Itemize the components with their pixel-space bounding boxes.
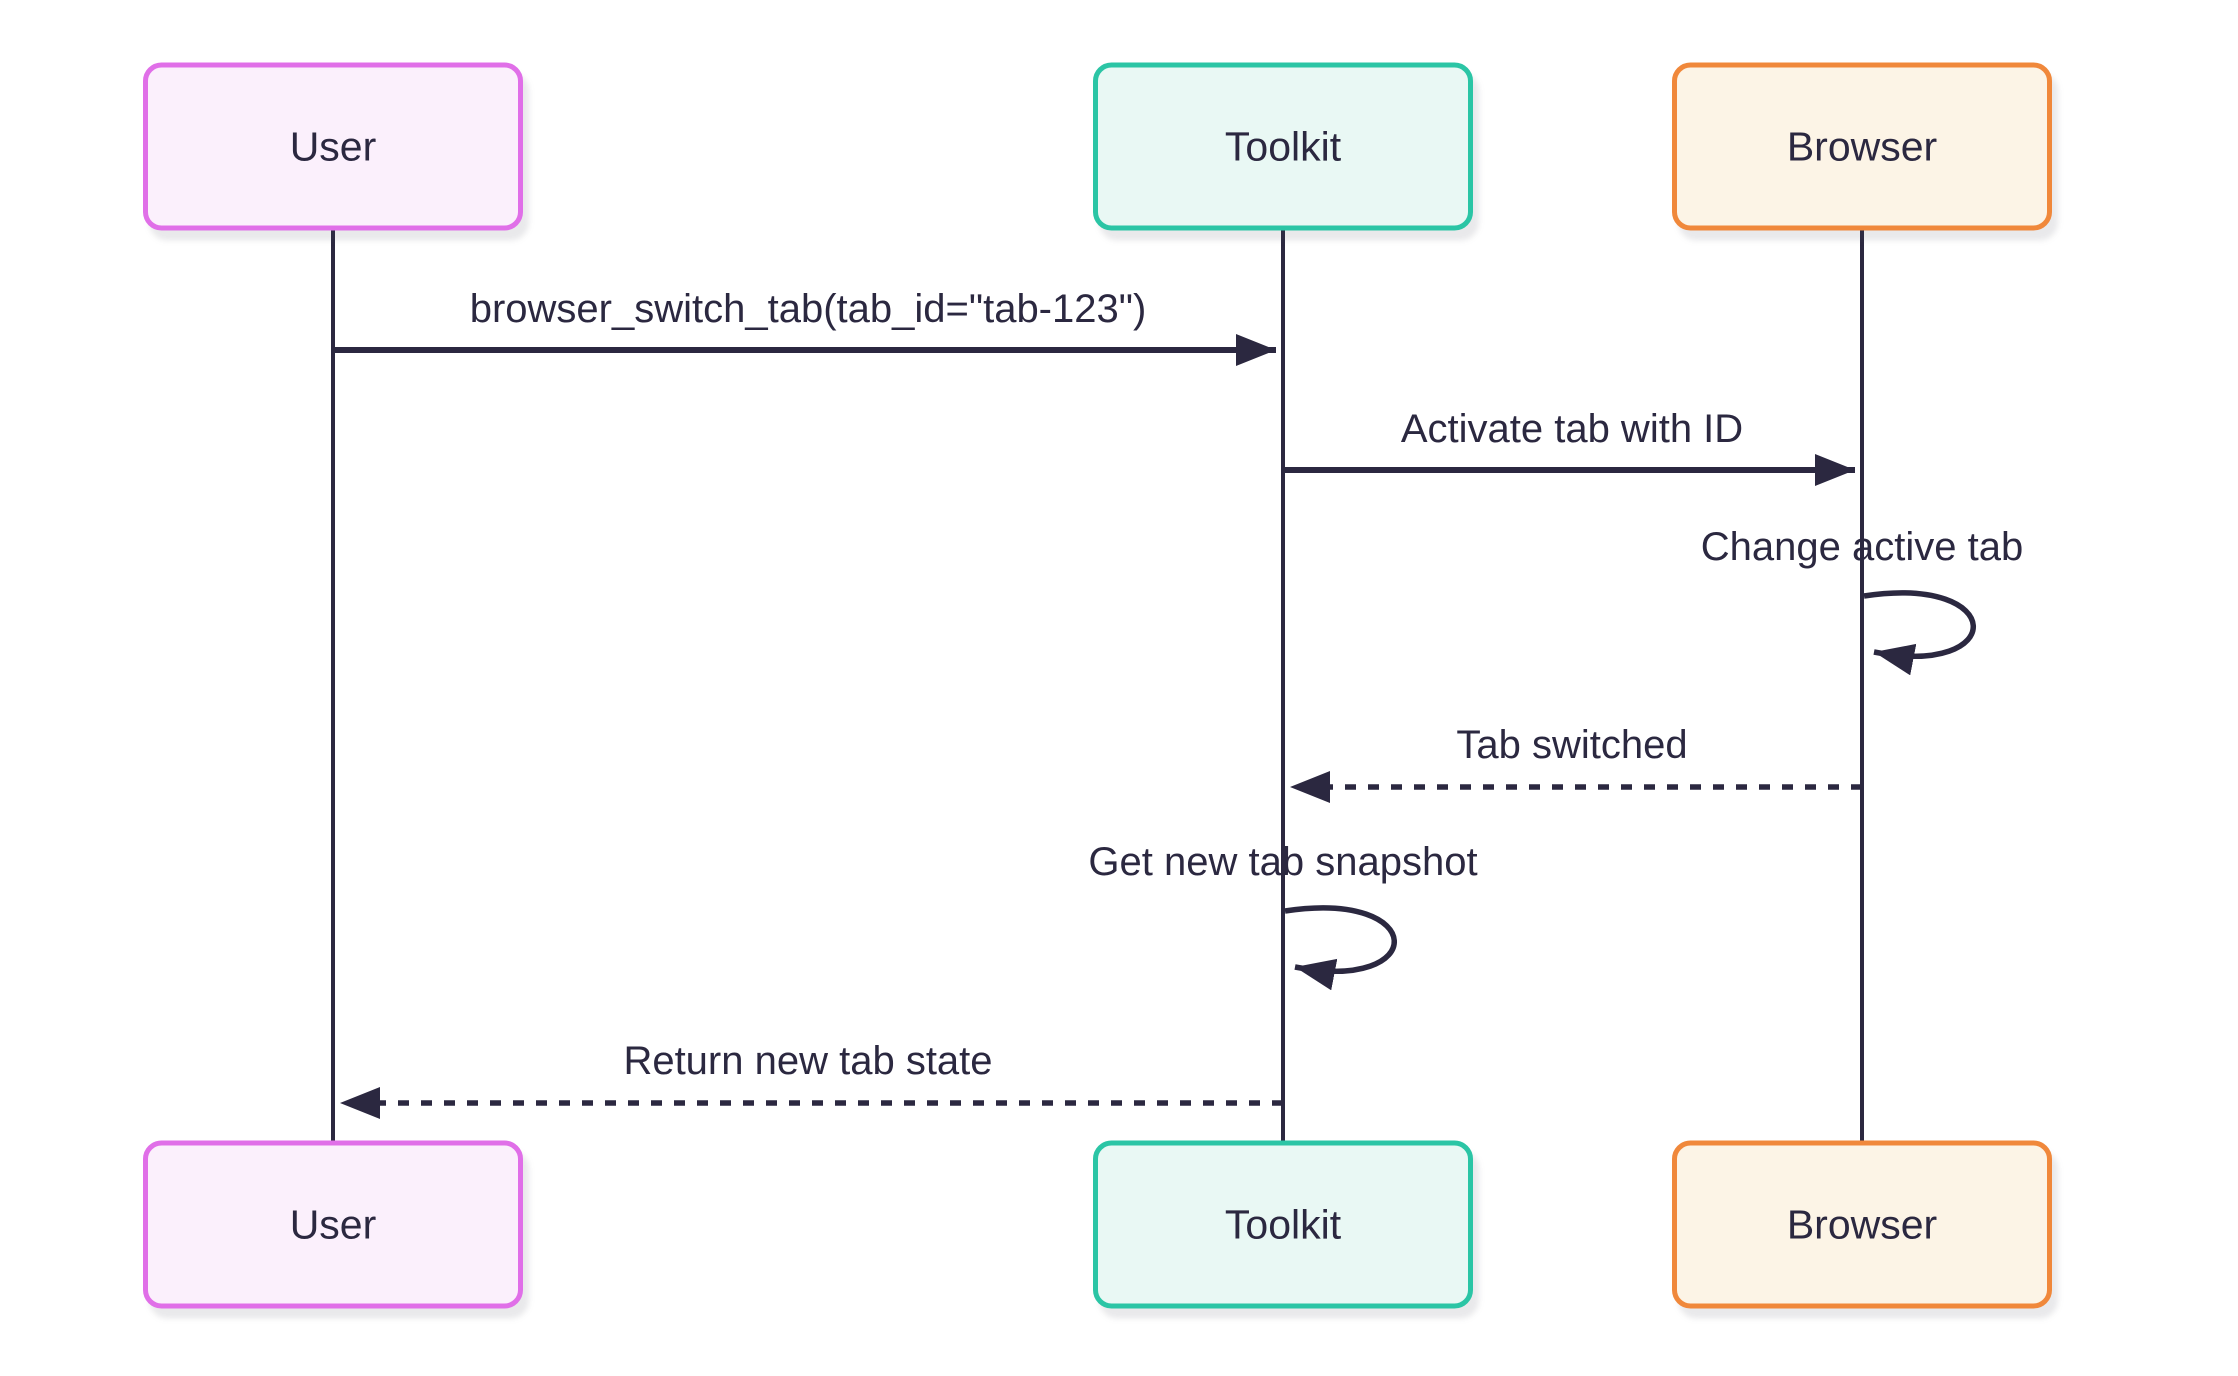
actor-label-user-top: User xyxy=(290,124,377,170)
actor-browser-top: Browser xyxy=(1672,62,2052,231)
message-label-5: Get new tab snapshot xyxy=(1088,840,1477,884)
actor-label-browser-top: Browser xyxy=(1787,124,1937,170)
actor-box-user-bottom xyxy=(143,1140,523,1309)
message-5: Get new tab snapshot xyxy=(1088,840,1478,991)
actor-user-top: User xyxy=(143,62,523,231)
actor-label-browser-bottom: Browser xyxy=(1787,1202,1937,1248)
actor-toolkit-bottom: Toolkit xyxy=(1093,1140,1473,1309)
message-label-4: Tab switched xyxy=(1456,723,1687,767)
actor-browser-bottom: Browser xyxy=(1672,1140,2052,1309)
message-6: Return new tab state xyxy=(340,1039,1283,1119)
self-loop-browser xyxy=(1863,590,1976,676)
actor-user-bottom: User xyxy=(143,1140,523,1309)
actor-box-browser-bottom xyxy=(1672,1140,2052,1309)
message-label-1: browser_switch_tab(tab_id="tab-123") xyxy=(470,287,1147,331)
actor-label-toolkit-top: Toolkit xyxy=(1225,124,1342,170)
actor-box-toolkit-top xyxy=(1093,62,1473,231)
self-loop-toolkit xyxy=(1284,905,1397,991)
message-label-2: Activate tab with ID xyxy=(1401,407,1743,451)
actor-box-user-top xyxy=(143,62,523,231)
message-1: browser_switch_tab(tab_id="tab-123") xyxy=(333,287,1276,366)
actor-box-browser-top xyxy=(1672,62,2052,231)
actor-label-user-bottom: User xyxy=(290,1202,377,1248)
actor-toolkit-top: Toolkit xyxy=(1093,62,1473,231)
message-2: Activate tab with ID xyxy=(1283,407,1855,486)
message-4: Tab switched xyxy=(1290,723,1862,803)
message-label-6: Return new tab state xyxy=(623,1039,992,1083)
actor-label-toolkit-bottom: Toolkit xyxy=(1225,1202,1342,1248)
actor-box-toolkit-bottom xyxy=(1093,1140,1473,1309)
message-3: Change active tab xyxy=(1701,525,2023,676)
message-label-3: Change active tab xyxy=(1701,525,2023,569)
